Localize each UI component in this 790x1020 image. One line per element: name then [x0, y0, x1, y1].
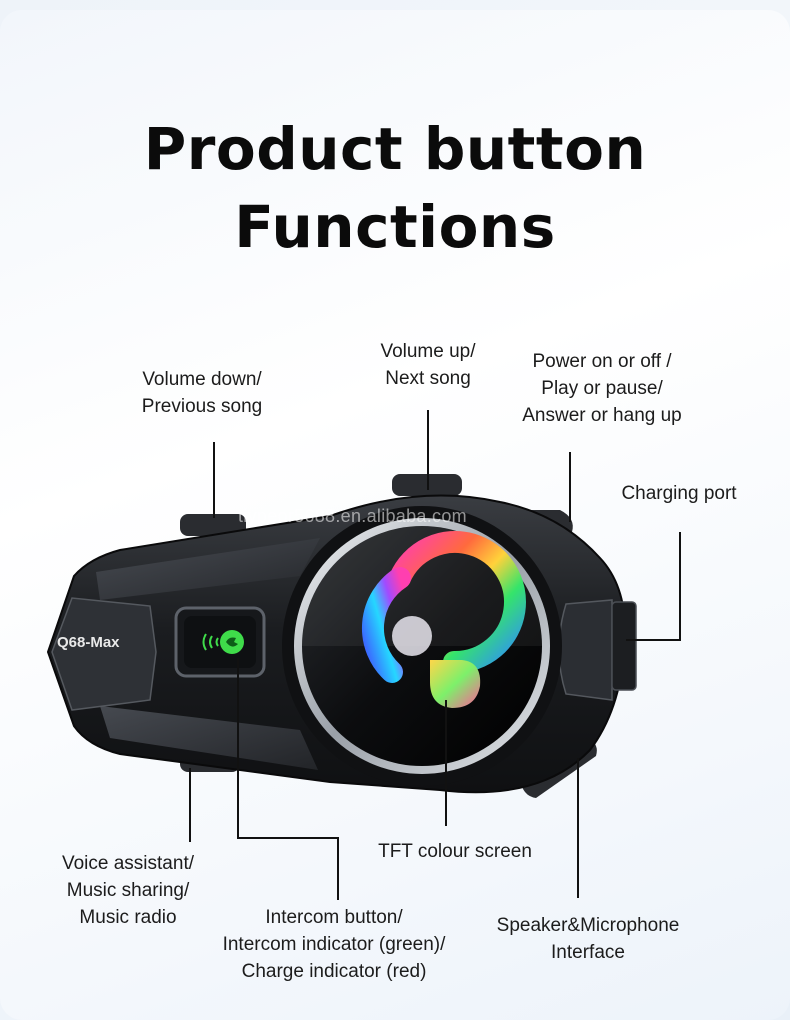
label-volume-up: Volume up/ Next song — [380, 341, 476, 389]
volume-down-button[interactable] — [180, 514, 246, 536]
label-intercom: Intercom button/ Intercom indicator (gre… — [222, 907, 446, 982]
lower-panel — [100, 706, 318, 770]
helmet-icon — [226, 637, 238, 647]
charging-port — [611, 601, 637, 691]
signal-waves-icon — [202, 633, 219, 651]
label-speaker: Speaker&Microphone Interface — [496, 915, 680, 963]
logo-arc-icon — [389, 531, 526, 674]
page-title: Product button Functions — [0, 110, 790, 266]
title-line-1: Product button — [143, 115, 647, 183]
upper-panel — [96, 538, 320, 600]
logo-drop-icon — [430, 660, 481, 708]
label-charging: Charging port — [621, 483, 737, 504]
product-card: Product button Functions — [0, 10, 790, 1020]
leader-charging — [626, 532, 681, 641]
right-side-panel — [558, 599, 613, 701]
logo-center-icon — [392, 616, 432, 656]
label-voice: Voice assistant/ Music sharing/ Music ra… — [61, 853, 195, 928]
device-illustration — [46, 410, 681, 900]
watermark: tiypeor5688.en.alibaba.com — [238, 506, 467, 526]
label-screen: TFT colour screen — [378, 841, 532, 862]
logo-arc-left-icon — [361, 567, 411, 683]
model-plate — [51, 597, 157, 711]
model-label: Q68-Max — [57, 634, 120, 651]
label-volume-down: Volume down/ Previous song — [141, 369, 263, 417]
title-line-2: Functions — [234, 193, 556, 261]
leader-intercom — [237, 658, 339, 900]
label-power: Power on or off / Play or pause/ Answer … — [522, 351, 682, 426]
